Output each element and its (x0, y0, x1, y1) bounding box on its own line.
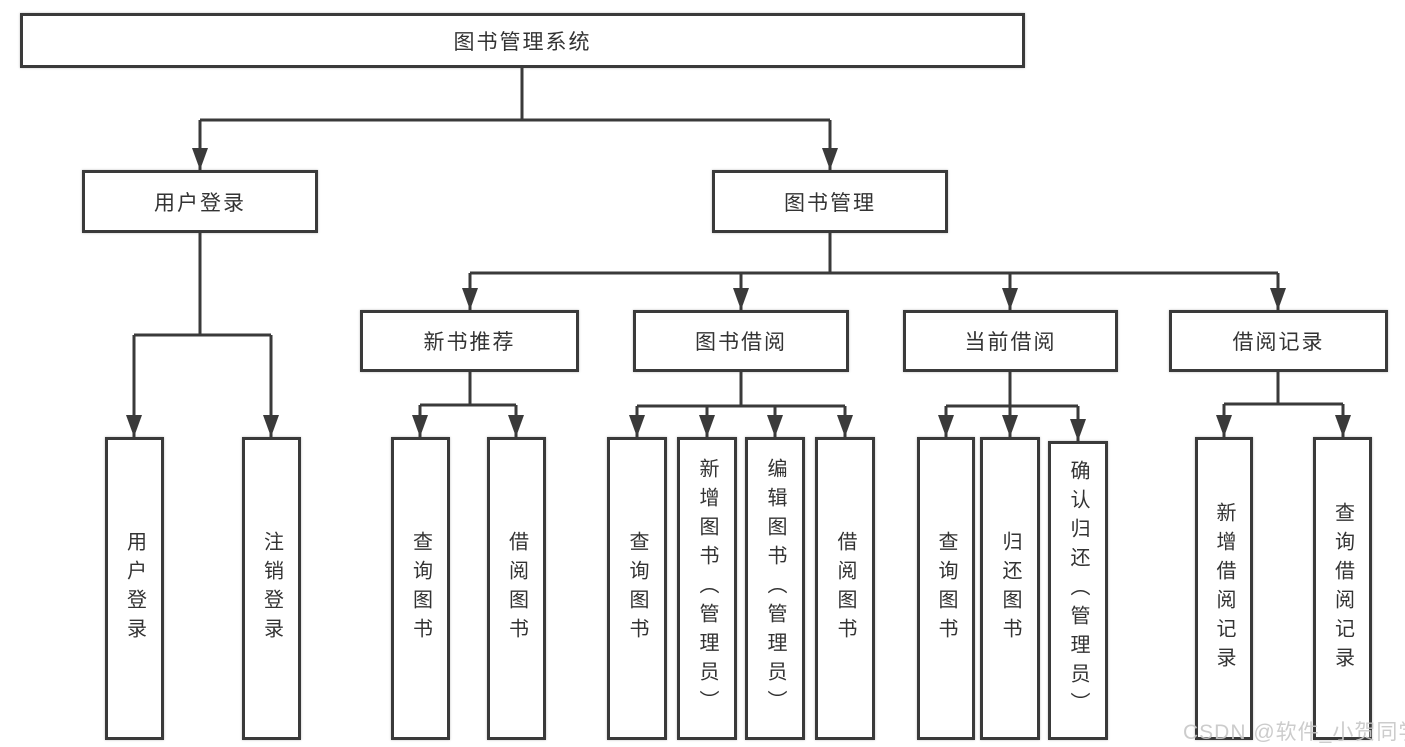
leaf-query-borrow-record: 查询借阅记录 (1313, 437, 1372, 740)
leaf-borrow-books-recommend: 借阅图书 (487, 437, 546, 740)
leaf-add-books-admin: 新增图书（管理员） (677, 437, 737, 740)
node-book-management-branch: 图书管理 (712, 170, 948, 233)
node-borrowing-records: 借阅记录 (1169, 310, 1388, 372)
leaf-confirm-return-admin: 确认归还（管理员） (1048, 441, 1108, 740)
node-new-book-recommendation: 新书推荐 (360, 310, 579, 372)
leaf-query-books-borrow: 查询图书 (607, 437, 667, 740)
csdn-watermark: CSDN @软件_小贺同学 (1183, 721, 1405, 744)
leaf-borrow-books: 借阅图书 (815, 437, 875, 740)
node-current-borrowing: 当前借阅 (903, 310, 1118, 372)
leaf-return-books: 归还图书 (980, 437, 1040, 740)
leaf-user-login: 用户登录 (105, 437, 164, 740)
leaf-query-books-current: 查询图书 (917, 437, 975, 740)
leaf-logout: 注销登录 (242, 437, 301, 740)
leaf-query-books-recommend: 查询图书 (391, 437, 450, 740)
node-user-login-branch: 用户登录 (82, 170, 318, 233)
leaf-add-borrow-record: 新增借阅记录 (1195, 437, 1253, 740)
leaf-edit-books-admin: 编辑图书（管理员） (745, 437, 805, 740)
node-library-management-system: 图书管理系统 (20, 13, 1025, 68)
arrowheads (126, 148, 1351, 441)
node-book-borrowing: 图书借阅 (633, 310, 849, 372)
